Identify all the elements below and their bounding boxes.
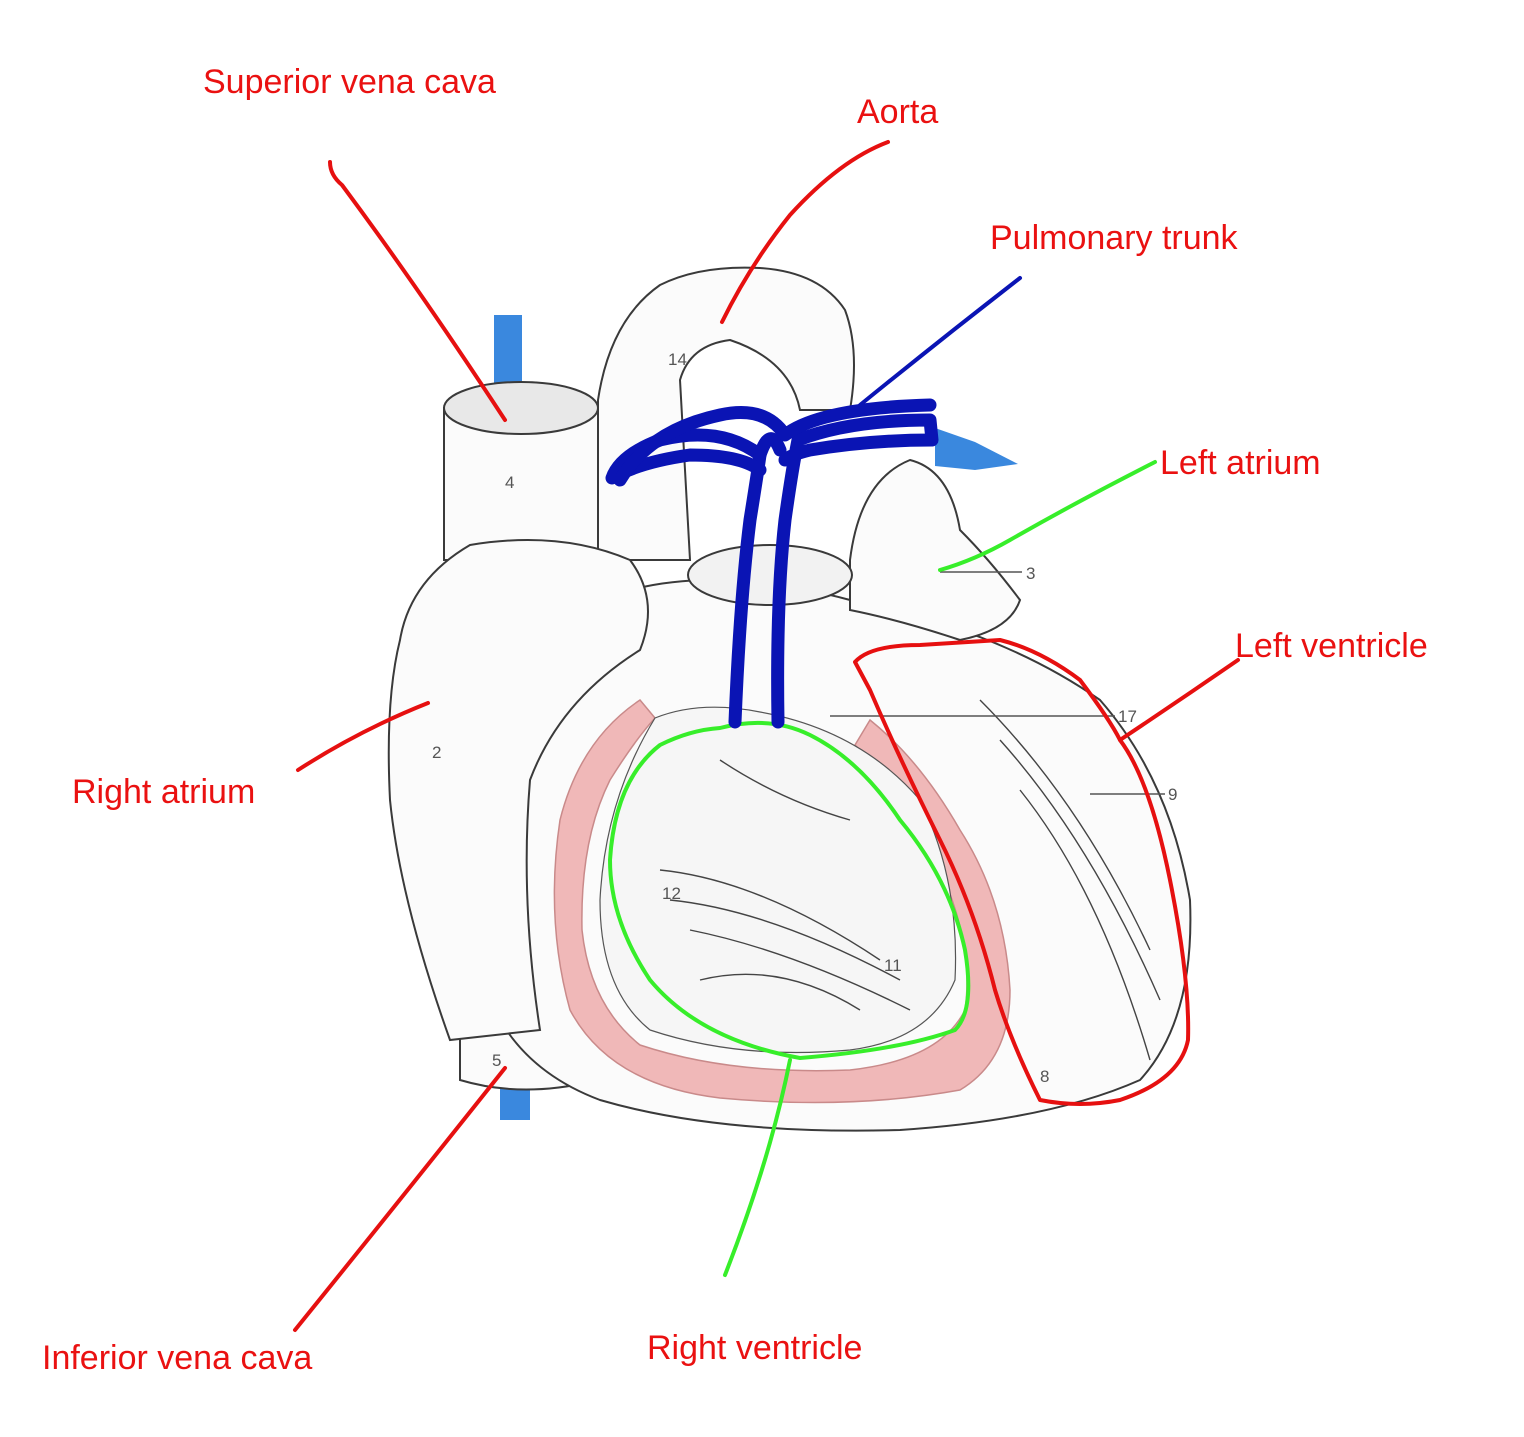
label-right-ventricle: Right ventricle (647, 1329, 863, 1367)
fig-number-8: 8 (1040, 1067, 1049, 1086)
right-ventricle-outline (608, 720, 971, 1060)
label-aorta: Aorta (857, 93, 939, 131)
figure-numbers: 14 4 2 5 3 17 9 12 11 8 (432, 350, 1177, 1086)
fig-number-5: 5 (492, 1051, 501, 1070)
aorta-arch (597, 266, 855, 561)
label-pulmonary-trunk: Pulmonary trunk (990, 219, 1238, 257)
ventricle-cavity (599, 706, 957, 1054)
pulmonary-trunk-pointer-line (858, 276, 1022, 407)
label-left-atrium: Left atrium (1160, 444, 1321, 482)
fig-number-2: 2 (432, 743, 441, 762)
aorta-flow-arrowhead (935, 428, 1018, 470)
fig-number-11: 11 (884, 956, 902, 975)
fig-number-12: 12 (662, 884, 681, 903)
right-atrium-pointer-line (296, 701, 430, 772)
label-left-ventricle: Left ventricle (1235, 627, 1428, 665)
svc-pointer-line (328, 160, 507, 422)
chordae-texture (659, 699, 1161, 1061)
label-superior-vena-cava: Superior vena cava (203, 63, 496, 101)
fig-number-9: 9 (1168, 785, 1177, 804)
annotation-lines (293, 140, 1240, 1332)
fig-number-4: 4 (505, 473, 514, 492)
right-atrium-body (387, 539, 649, 1042)
pulmonary-valve-ring (687, 544, 853, 606)
left-atrium-appendage (849, 458, 1022, 642)
left-atrium-pointer-line (938, 460, 1157, 572)
label-right-atrium: Right atrium (72, 773, 256, 811)
label-inferior-vena-cava: Inferior vena cava (42, 1339, 313, 1377)
pulmonary-trunk-drawing (605, 398, 939, 729)
fig-number-14: 14 (668, 350, 687, 369)
fig-number-3: 3 (1026, 564, 1035, 583)
ivc-pointer-line (293, 1066, 507, 1332)
right-ventricle-pointer-line (723, 1058, 792, 1277)
left-ventricle-pointer-line (1118, 658, 1240, 742)
aorta-pointer-line (720, 140, 890, 324)
svc-opening (443, 381, 599, 435)
fig-number-17: 17 (1118, 707, 1137, 726)
left-ventricle-outline (853, 638, 1191, 1106)
